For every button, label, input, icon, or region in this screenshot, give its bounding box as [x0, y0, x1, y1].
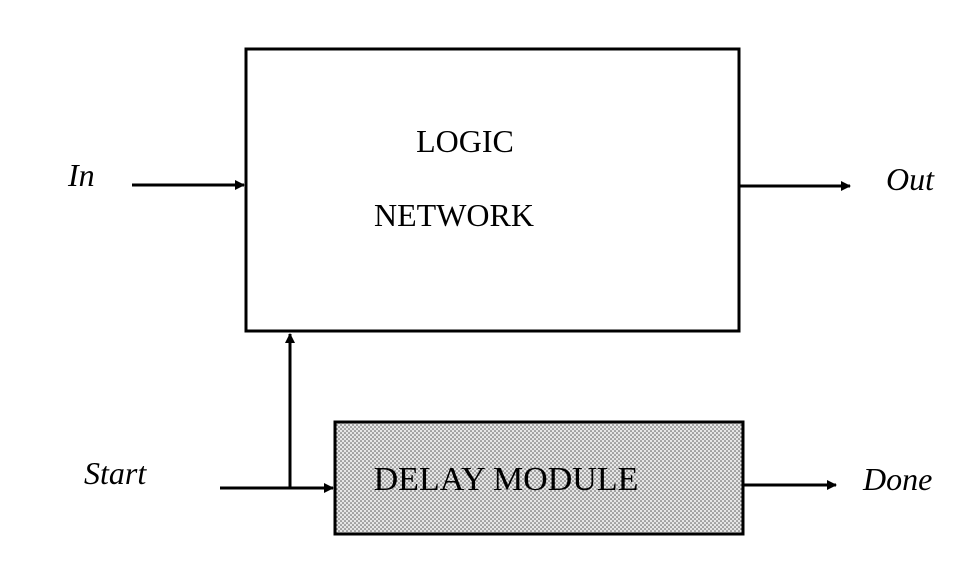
logic-network-block [244, 47, 741, 333]
start-signal-label: Start [84, 455, 147, 491]
delay-module-label: DELAY MODULE [374, 461, 639, 498]
output-signal-label: Out [886, 161, 935, 197]
delay-module-block [333, 420, 745, 536]
logic-network-label-line2: NETWORK [374, 197, 534, 233]
input-signal-label: In [67, 157, 95, 193]
logic-network-label-line1: LOGIC [416, 123, 514, 159]
done-signal-label: Done [862, 461, 932, 497]
